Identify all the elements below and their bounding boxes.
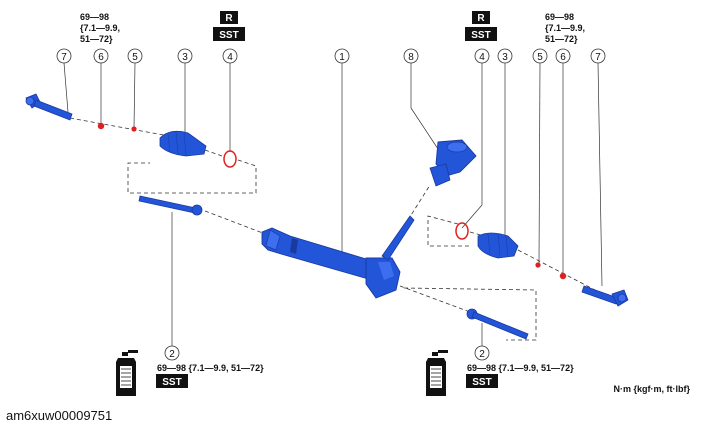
callout-7-left: 7 xyxy=(61,52,67,63)
boot-band-left xyxy=(223,150,237,168)
sst-badge-left-top: SST xyxy=(213,27,245,41)
callout-8: 8 xyxy=(408,52,414,63)
svg-text:SST: SST xyxy=(471,30,490,41)
sst-badge-bottom-right: SST xyxy=(466,374,498,388)
callout-1: 1 xyxy=(339,52,345,63)
tie-rod-end-right xyxy=(581,285,629,307)
grease-icon-right xyxy=(426,350,448,396)
callout-6-left: 6 xyxy=(98,52,104,63)
r-badge-left: R xyxy=(220,11,238,24)
units-label: N·m {kgf·m, ft·lbf} xyxy=(614,384,691,394)
svg-text:SST: SST xyxy=(162,377,181,388)
torque-bottom-left: 69—98 {7.1—9.9, 51—72} xyxy=(157,363,264,373)
torque-top-left-line3: 51—72} xyxy=(80,34,113,44)
boot-band-right xyxy=(455,222,469,240)
assembly-dashes xyxy=(69,117,596,341)
callout-6-right: 6 xyxy=(560,52,566,63)
boot-right xyxy=(477,232,519,259)
sst-badge-bottom-left: SST xyxy=(156,374,188,388)
figure-caption: am6xuw00009751 xyxy=(6,408,112,423)
callout-2-right: 2 xyxy=(479,349,485,360)
boot-clamp-left xyxy=(131,126,137,132)
svg-text:R: R xyxy=(225,13,233,24)
steering-gear-housing xyxy=(261,215,415,299)
r-badge-right: R xyxy=(472,11,490,24)
svg-text:SST: SST xyxy=(219,30,238,41)
torque-bottom-right: 69—98 {7.1—9.9, 51—72} xyxy=(467,363,574,373)
svg-text:SST: SST xyxy=(472,377,491,388)
callout-7-right: 7 xyxy=(595,52,601,63)
boot-left xyxy=(159,130,207,157)
callout-4-right: 4 xyxy=(479,52,485,63)
leader-lines xyxy=(63,62,603,346)
locknut-right xyxy=(559,272,567,280)
callout-3-right: 3 xyxy=(502,52,508,63)
torque-top-right-line1: 69—98 xyxy=(545,12,574,22)
callout-5-right: 5 xyxy=(537,52,543,63)
callout-3-left: 3 xyxy=(182,52,188,63)
torque-top-right-line3: 51—72} xyxy=(545,34,578,44)
torque-top-left-line1: 69—98 xyxy=(80,12,109,22)
locknut-left xyxy=(97,122,105,130)
torque-top-right-line2: {7.1—9.9, xyxy=(545,23,585,33)
callout-2-left: 2 xyxy=(169,349,175,360)
grease-icon-left xyxy=(116,350,138,396)
sst-badge-right-top: SST xyxy=(465,27,497,41)
tie-rod-end-left xyxy=(25,93,73,121)
tie-rod-left xyxy=(138,195,203,216)
tie-rod-right xyxy=(466,308,529,340)
callout-4-left: 4 xyxy=(227,52,233,63)
callout-5-left: 5 xyxy=(132,52,138,63)
steering-gear-upper-component xyxy=(429,139,477,187)
torque-top-left-line2: {7.1—9.9, xyxy=(80,23,120,33)
svg-text:R: R xyxy=(477,13,485,24)
boot-clamp-right xyxy=(535,262,541,268)
